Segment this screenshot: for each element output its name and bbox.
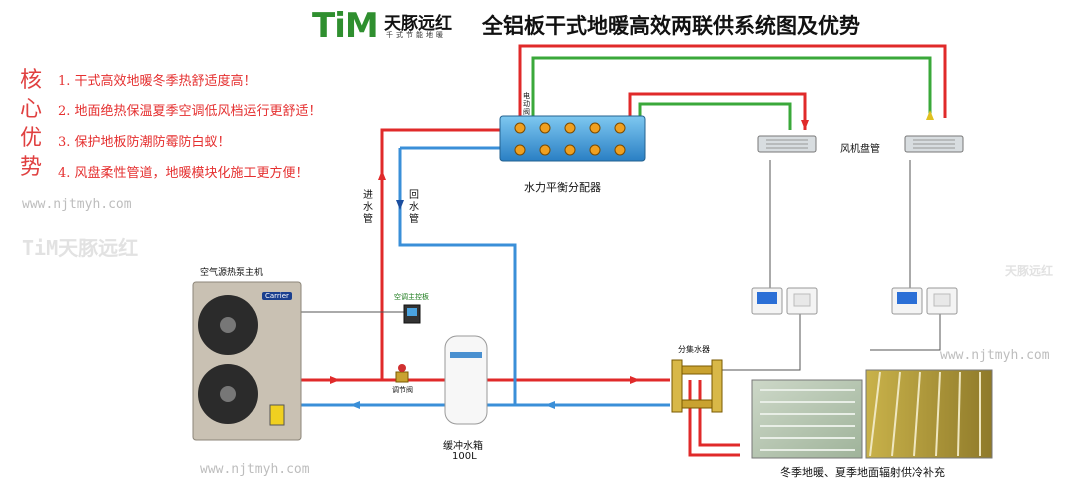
watermark-logo: TiM天豚远红 [22, 236, 139, 260]
thermostats [751, 287, 958, 315]
manifold-shape [671, 359, 723, 413]
watermark-logo-right: 天豚远红 [1005, 264, 1054, 278]
watermark-url: www.njtmyh.com [22, 197, 132, 212]
control-wires [300, 160, 941, 371]
heat-pump-unit [192, 281, 302, 441]
distributor [499, 115, 646, 162]
supply-pipe-label: 进水管 [363, 190, 373, 225]
controller-label: 空调主控板 [394, 293, 429, 301]
advantage-item: 2. 地面绝热保温夏季空调低风档运行更舒适！ [58, 104, 322, 119]
distributor-label: 水力平衡分配器 [524, 181, 601, 194]
regulating-valve [395, 364, 409, 383]
logo-mark: TiM [312, 6, 379, 46]
control-lines [531, 56, 932, 130]
fan-coil-label: 风机盘管 [840, 144, 880, 155]
buffer-tank-shape [444, 335, 488, 425]
heat-pump-label: 空气源热泵主机 [200, 268, 264, 278]
advantage-item: 3. 保护地板防潮防霉防白蚁！ [58, 135, 231, 150]
tank-label: 缓冲水箱 [443, 441, 483, 452]
fan-coil-units [757, 135, 964, 153]
controller-panel [403, 304, 421, 324]
return-pipe-label: 回水管 [409, 190, 419, 225]
floor-panels [751, 369, 993, 459]
electric-valve-label: 电动阀 [523, 92, 530, 116]
flow-arrows [330, 110, 934, 409]
floor-caption: 冬季地暖、夏季地面辐射供冷补充 [780, 466, 945, 479]
valve-label: 调节阀 [392, 386, 413, 394]
watermark-url: www.njtmyh.com [200, 462, 310, 477]
watermark-url: www.njtmyh.com [940, 348, 1050, 363]
advantage-item: 4. 风盘柔性管道，地暖模块化施工更方便！ [58, 166, 309, 181]
tank-volume-label: 100L [452, 451, 477, 462]
brand-label: Carrier [265, 292, 289, 300]
logo-subtitle: 千式节能地暖 [386, 31, 446, 39]
advantages-heading: 核心优势 [20, 68, 43, 180]
manifold-label: 分集水器 [678, 345, 710, 354]
page-title: 全铝板干式地暖高效两联供系统图及优势 [482, 14, 860, 38]
advantage-item: 1. 干式高效地暖冬季热舒适度高！ [58, 74, 257, 89]
logo-name: 天豚远红 [384, 14, 452, 34]
